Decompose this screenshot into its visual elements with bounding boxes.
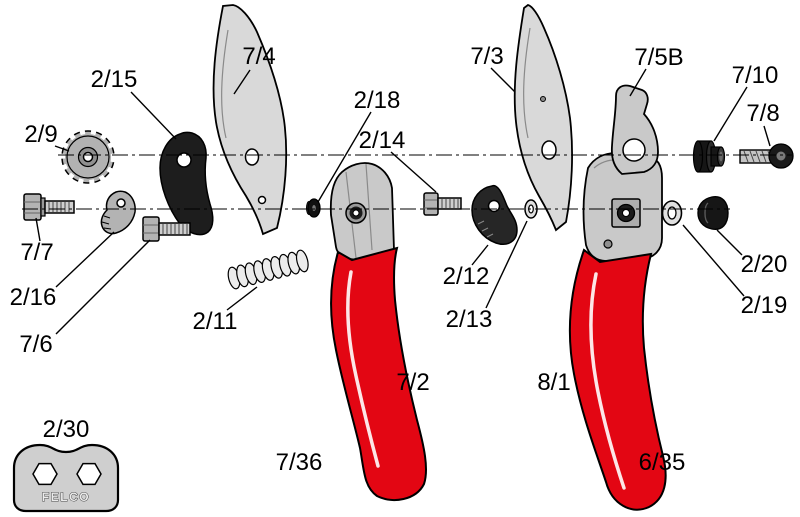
label-washer-small: 2/13 [446, 306, 493, 333]
label-bushing: 7/10 [732, 62, 779, 89]
leader-blade-left [233, 69, 251, 95]
label-wrench-plate: 2/30 [43, 416, 90, 443]
leader-washer-small [485, 220, 528, 309]
part-screw-small-left [142, 216, 191, 242]
part-spring [227, 249, 309, 290]
leader-head-plate [629, 68, 647, 97]
part-cam [471, 184, 518, 245]
label-bolt-left: 7/7 [20, 239, 53, 266]
part-adjustment-gear [59, 128, 117, 186]
leader-lines [35, 67, 771, 335]
leader-blade-right [490, 67, 516, 93]
label-handle-right-grip: 6/35 [639, 449, 686, 476]
label-adjustment-gear: 2/9 [24, 121, 57, 148]
leader-counter-blade-plate [130, 91, 177, 140]
label-nut-left: 2/18 [354, 87, 401, 114]
part-counter-blade-plate [159, 131, 214, 236]
leader-nut-left [317, 111, 372, 203]
label-blade-left: 7/4 [242, 43, 275, 70]
leader-cap-nut [716, 229, 743, 256]
label-spring: 2/11 [193, 308, 238, 335]
part-toothed-segment [100, 190, 136, 235]
label-screw-small-left: 7/6 [19, 331, 52, 358]
label-handle-left: 7/2 [396, 369, 429, 396]
label-adjustment-screw: 7/8 [746, 100, 779, 127]
leader-washer-right [682, 224, 745, 297]
leader-toothed-segment [55, 231, 115, 288]
part-handle-left [329, 162, 427, 501]
part-bolt-left [23, 193, 75, 221]
part-labels: 7/4 2/15 2/9 2/18 2/14 7/3 7/5B 7/10 7/8… [10, 43, 788, 476]
leader-screw-small-left [55, 239, 151, 335]
part-cap-nut [697, 195, 729, 231]
label-cam: 2/12 [443, 263, 490, 290]
part-nut-left [306, 198, 321, 218]
leader-bolt-left [35, 217, 41, 242]
leader-adjustment-gear [54, 145, 70, 152]
leader-adjustment-screw [763, 125, 771, 147]
part-bushing [692, 140, 726, 173]
label-handle-left-grip: 7/36 [276, 449, 323, 476]
label-blade-right: 7/3 [470, 43, 503, 70]
felco-brand-text: FELCO [42, 490, 90, 504]
leader-bushing [713, 86, 748, 142]
part-blade-right [513, 4, 573, 232]
part-wrench-plate: FELCO [12, 443, 120, 513]
part-washer-right [661, 200, 683, 226]
label-cap-nut: 2/20 [741, 251, 788, 278]
leader-cam [471, 244, 489, 266]
part-blade-left [212, 4, 288, 236]
label-toothed-segment: 2/16 [10, 284, 57, 311]
part-adjustment-screw [739, 143, 794, 169]
label-counter-blade-plate: 2/15 [91, 66, 138, 93]
part-bolt-center [423, 192, 462, 216]
part-handle-right [568, 152, 667, 511]
leader-spring [226, 286, 258, 311]
label-washer-right: 2/19 [741, 292, 788, 319]
label-bolt-center: 2/14 [359, 127, 406, 154]
part-head-plate [610, 84, 659, 175]
label-head-plate: 7/5B [634, 44, 683, 71]
leader-bolt-center [390, 151, 437, 193]
label-handle-right: 8/1 [537, 369, 570, 396]
